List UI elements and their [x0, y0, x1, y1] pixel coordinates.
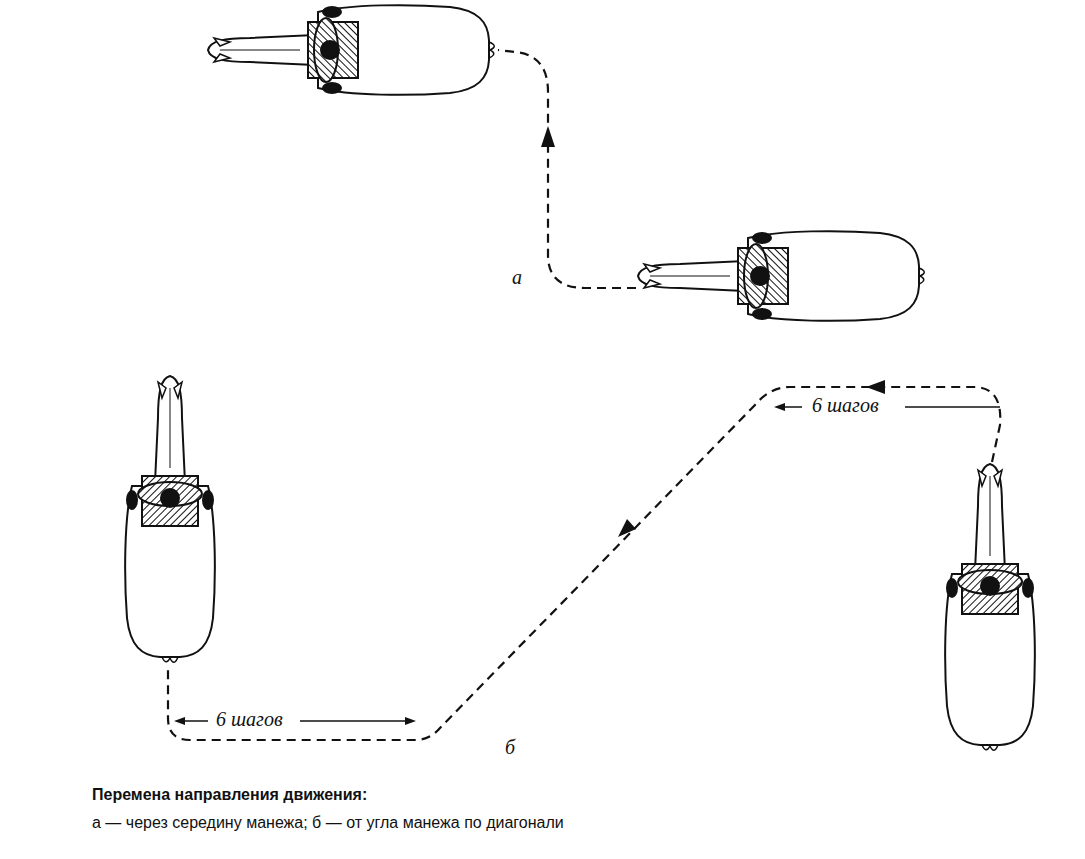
part-letter: б: [505, 736, 515, 759]
direction-arrow: [618, 519, 636, 537]
horse-rider: [638, 231, 924, 321]
dimension-arrow: [174, 717, 185, 725]
horse-rider: [208, 5, 494, 95]
caption-note: а — через середину манежа; б — от угла м…: [92, 814, 564, 832]
dimension-label: 6 шагов: [812, 394, 879, 417]
dimension-arrow: [405, 717, 416, 725]
route-path: [168, 387, 1000, 740]
dimension-line: [905, 406, 1000, 408]
dimension-line: [300, 720, 410, 722]
direction-arrow: [541, 126, 555, 147]
route-path: [498, 50, 636, 288]
direction-arrow: [866, 380, 885, 394]
dimension-label: 6 шагов: [216, 708, 283, 731]
dimension-arrow: [774, 403, 785, 411]
horse-rider: [125, 376, 215, 662]
horse-rider: [945, 464, 1035, 750]
figure-caption: Перемена направления движения:: [92, 786, 367, 804]
part-letter: а: [512, 266, 522, 289]
